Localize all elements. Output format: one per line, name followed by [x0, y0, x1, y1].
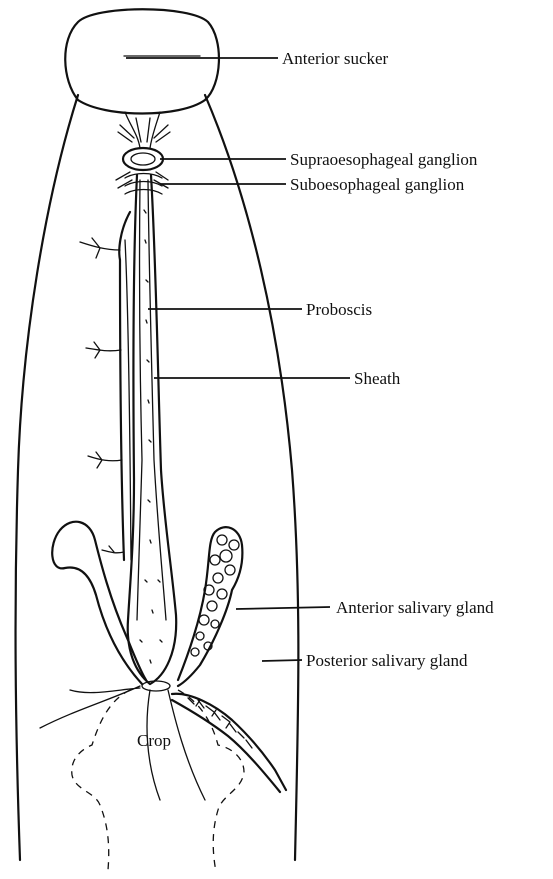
anterior-salivary-gland-shape [178, 527, 242, 686]
sheath-outline [128, 175, 176, 684]
label-supraoesophageal-ganglion: Supraoesophageal ganglion [290, 150, 478, 169]
anterior-sucker-shape [65, 9, 219, 113]
label-proboscis: Proboscis [306, 300, 372, 319]
nerve-cord-inner [125, 240, 131, 560]
pharynx-opening [142, 681, 170, 691]
body-wall-left [16, 95, 78, 860]
leader-anterior-salivary [236, 607, 330, 609]
label-sheath: Sheath [354, 369, 401, 388]
segmental-nerve-2 [86, 342, 121, 358]
label-crop: Crop [137, 731, 171, 750]
segmental-nerve-1 [80, 238, 120, 258]
mouth-funnel [125, 112, 160, 148]
supraoesophageal-ganglion-shape [123, 148, 163, 170]
label-posterior-salivary-gland: Posterior salivary gland [306, 651, 468, 670]
basal-strands [40, 686, 205, 800]
segmental-nerve-3 [88, 452, 122, 468]
suboesophageal-ganglion-shape [125, 174, 162, 195]
label-suboesophageal-ganglion: Suboesophageal ganglion [290, 175, 465, 194]
leader-posterior-salivary [262, 660, 302, 661]
label-anterior-salivary-gland: Anterior salivary gland [336, 598, 494, 617]
posterior-salivary-gland-shape [172, 694, 286, 792]
proboscis-shape [137, 180, 166, 620]
segmental-nerve-4 [102, 546, 124, 553]
label-anterior-sucker: Anterior sucker [282, 49, 389, 68]
